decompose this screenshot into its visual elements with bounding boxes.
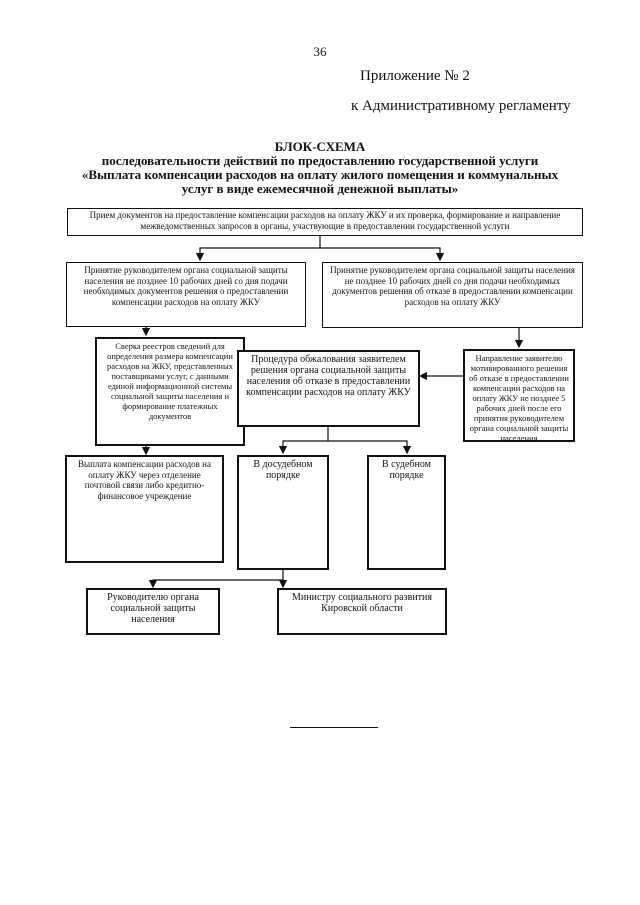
intake-box: Прием документов на предоставление компе… <box>67 208 583 236</box>
title-line-3: «Выплата компенсации расходов на оплату … <box>81 167 559 182</box>
arrow-to-head <box>148 570 284 589</box>
arrow-to-refuse <box>320 247 445 262</box>
head-of-agency-box: Руководителю органа социальной защиты на… <box>86 588 220 635</box>
regulation-label: к Административному регламенту <box>351 98 571 114</box>
registry-check-box: Сверка реестров сведений для определения… <box>95 337 245 446</box>
appendix-label: Приложение № 2 <box>360 68 470 84</box>
arrow-to-pretrial <box>278 427 329 455</box>
title-line-2: последовательности действий по предостав… <box>101 153 539 168</box>
refusal-notice-box: Направление заявителю мотивированного ре… <box>463 349 575 443</box>
judicial-box: В судебном порядке <box>367 455 446 570</box>
grant-decision-box: Принятие руководителем органа социальной… <box>66 262 306 327</box>
refuse-decision-box: Принятие руководителем органа социальной… <box>322 262 583 328</box>
ministry-box: Министру социального развития Кировской … <box>277 588 447 635</box>
footer-divider <box>290 727 378 728</box>
payment-box: Выплата компенсации расходов на оплату Ж… <box>65 455 224 563</box>
page-number: 36 <box>313 44 327 59</box>
arrow-to-judicial <box>328 440 412 455</box>
page-title: БЛОК-СХЕМА последовательности действий п… <box>60 140 580 196</box>
title-line-1: БЛОК-СХЕМА <box>274 139 366 154</box>
title-line-4: услуг в виде ежемесячной денежной выплат… <box>181 181 459 196</box>
pretrial-box: В досудебном порядке <box>237 455 329 570</box>
arrow-to-grant <box>195 236 321 262</box>
appeal-procedure-box: Процедура обжалования заявителем решения… <box>237 350 420 427</box>
